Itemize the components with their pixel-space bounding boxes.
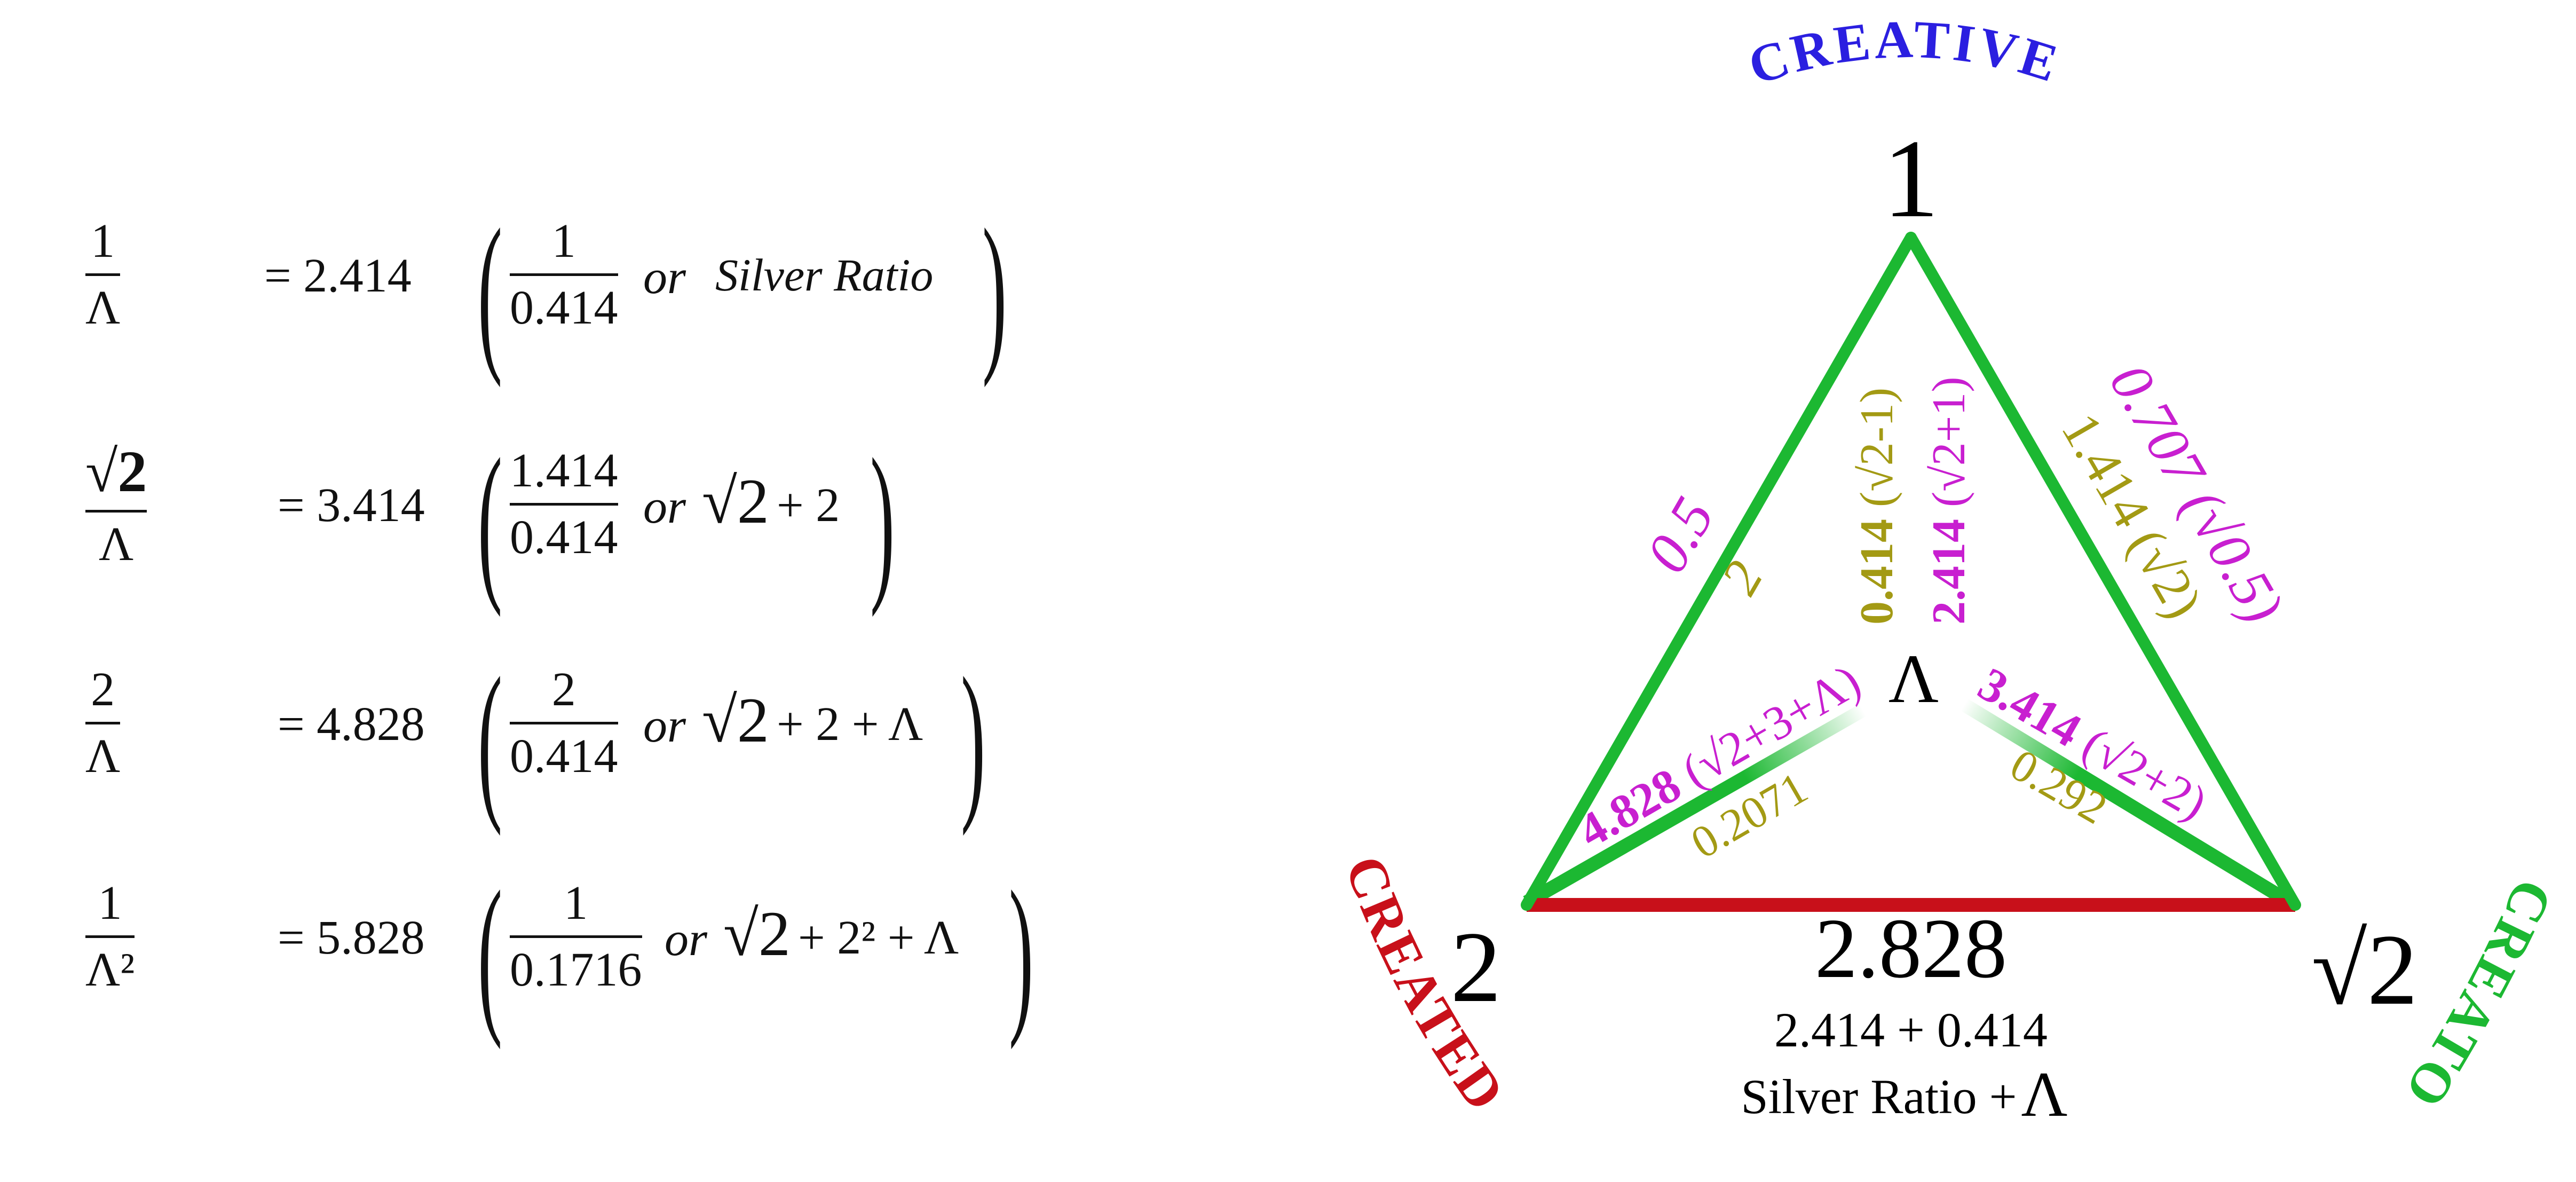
eq3-fraction: 2 Λ — [85, 662, 121, 784]
center-to-right-line — [1961, 698, 2294, 909]
eq2-inner-fraction: 1.414 0.414 — [510, 443, 618, 565]
equations-panel: 1 Λ = 2.414 ( 1 0.414 or Silver Ratio ) … — [0, 0, 1174, 1182]
fraction-bar — [510, 721, 618, 724]
left-paren: ( — [478, 855, 503, 1050]
or-word: or — [643, 251, 686, 304]
eq1-inner-numerator: 1 — [551, 215, 576, 267]
center-lambda: Λ — [1888, 641, 1939, 718]
fraction-bar — [85, 509, 147, 513]
eq2-fraction: √2 Λ — [85, 438, 147, 572]
eq2-numerator: √2 — [85, 439, 147, 504]
eq4-inner-numerator: 1 — [564, 877, 588, 929]
base-caption-lambda: Λ — [2021, 1059, 2067, 1130]
center-to-left-line — [1523, 704, 1867, 909]
eq2-inner-denominator: 0.414 — [510, 510, 618, 564]
fraction-bar — [510, 935, 642, 938]
base-sum: 2.414 + 0.414 — [1774, 1003, 2048, 1057]
eq3-denominator: Λ — [85, 729, 121, 783]
eq3-numerator: 2 — [91, 663, 115, 716]
eq1-denominator: Λ — [85, 281, 121, 334]
eq1-value: = 2.414 — [264, 249, 412, 302]
left-edge — [1521, 232, 1917, 911]
eq1-numerator: 1 — [91, 215, 115, 267]
eq2-value: = 3.414 — [278, 479, 425, 532]
eq4-value: = 5.828 — [278, 911, 425, 964]
right-edge — [1905, 232, 2301, 911]
eq1-alt: Silver Ratio — [715, 249, 934, 301]
base-caption: Silver Ratio + — [1741, 1069, 2017, 1124]
eq4-alt-rest: + 2² + Λ — [798, 911, 959, 964]
eq2-denominator: Λ — [99, 517, 134, 571]
or-word: or — [665, 913, 708, 966]
center-up-label-b: 2.414 (√2+1) — [1923, 376, 1975, 625]
vertex-left-label: 2 — [1451, 911, 1502, 1023]
or-word: or — [643, 699, 686, 752]
fraction-bar — [510, 502, 618, 506]
eq1-inner-denominator: 0.414 — [510, 281, 618, 334]
left-side-label-b: 2 — [1710, 551, 1774, 604]
base-value: 2.828 — [1815, 901, 2007, 996]
eq4-sqrt: √2 — [723, 898, 791, 969]
eq3-sqrt: √2 — [702, 684, 769, 755]
right-paren: ) — [1009, 855, 1034, 1050]
right-paren: ) — [870, 423, 895, 618]
fraction-bar — [85, 273, 121, 276]
eq4-fraction: 1 Λ² — [85, 876, 135, 997]
arc-title-top: CREATIVE — [1741, 10, 2067, 97]
left-paren: ( — [478, 423, 503, 618]
center-up-label-a: 0.414 (√2-1) — [1851, 388, 1903, 625]
right-paren: ) — [982, 193, 1007, 388]
eq3-inner-numerator: 2 — [551, 663, 576, 716]
eq1-inner-fraction: 1 0.414 — [510, 214, 618, 335]
vertex-right-label: √2 — [2311, 914, 2417, 1026]
eq2-alt-rest: + 2 — [777, 479, 840, 532]
left-paren: ( — [478, 193, 503, 388]
eq4-inner-fraction: 1 0.1716 — [510, 876, 642, 997]
right-paren: ) — [961, 642, 986, 837]
eq1-fraction: 1 Λ — [85, 214, 121, 335]
eq2-inner-numerator: 1.414 — [510, 444, 618, 497]
or-word: or — [643, 480, 686, 533]
eq3-value: = 4.828 — [278, 698, 425, 751]
eq4-denominator: Λ² — [85, 943, 135, 996]
eq4-numerator: 1 — [98, 877, 122, 929]
eq3-inner-fraction: 2 0.414 — [510, 662, 618, 784]
eq4-inner-denominator: 0.1716 — [510, 943, 642, 996]
vertex-top-label: 1 — [1883, 117, 1939, 241]
fraction-bar — [85, 935, 135, 938]
eq2-sqrt: √2 — [702, 466, 769, 537]
left-paren: ( — [478, 642, 503, 837]
fraction-bar — [510, 273, 618, 276]
eq3-alt-rest: + 2 + Λ — [777, 698, 923, 751]
fraction-bar — [85, 721, 121, 724]
eq3-inner-denominator: 0.414 — [510, 729, 618, 783]
